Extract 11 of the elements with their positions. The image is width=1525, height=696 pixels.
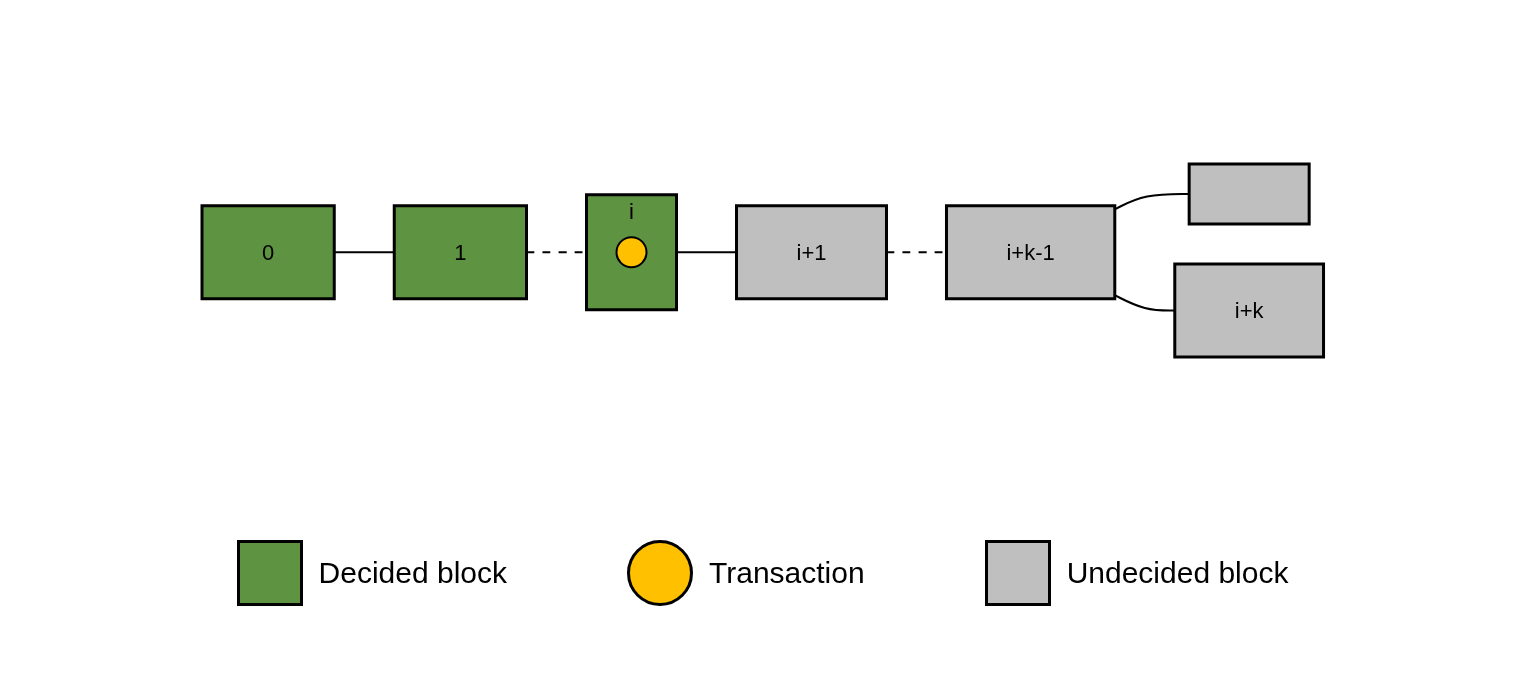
node-box: i+1 — [734, 203, 888, 300]
legend-text: Decided block — [318, 556, 507, 590]
node-box: 0 — [200, 203, 336, 300]
node-box: i+k-1 — [944, 203, 1116, 300]
node-box — [1187, 162, 1311, 225]
node-box: i+k — [1173, 262, 1325, 358]
legend-text: Undecided block — [1066, 556, 1289, 590]
node-circle — [615, 235, 648, 268]
cluster: i — [584, 192, 678, 311]
node-box: 1 — [392, 203, 528, 300]
legend-text: Transaction — [709, 556, 865, 590]
